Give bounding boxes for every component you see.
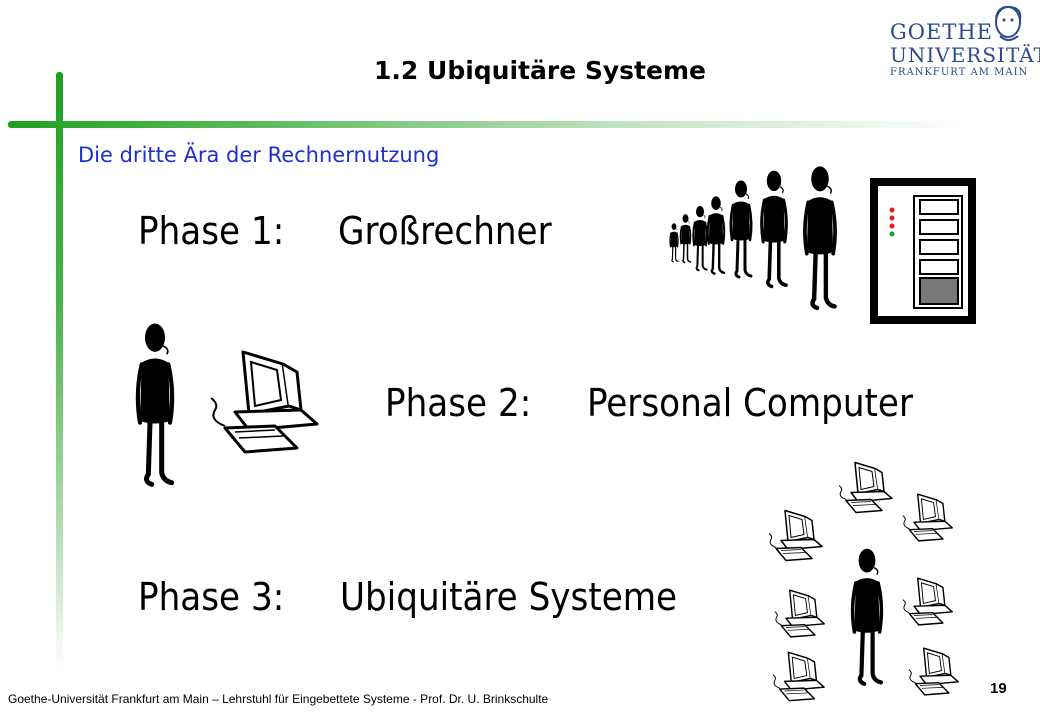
footer-text: Goethe-Universität Frankfurt am Main – L… (8, 692, 549, 706)
phase-3-name: Ubiquitäre Systeme (340, 575, 678, 619)
person-icon (853, 549, 882, 684)
phase-2-label: Phase 2: (385, 381, 532, 425)
logo-line-universitaet: UNIVERSITÄT (890, 43, 1040, 67)
computer-icon (838, 461, 893, 514)
person-icon (692, 204, 708, 272)
slide-title: 1.2 Ubiquitäre Systeme (374, 56, 706, 85)
computer-icon (902, 493, 953, 542)
phase-3-label: Phase 3: (138, 575, 285, 619)
computer-icon (768, 509, 823, 562)
logo-line-frankfurt: FRANKFURT AM MAIN (890, 67, 1029, 78)
slide-subtitle: Die dritte Ära der Rechnernutzung (78, 143, 440, 167)
computer-icon (902, 577, 953, 626)
ubiquitous-illustration (766, 456, 962, 708)
person-icon (679, 213, 692, 264)
phase-2-name: Personal Computer (587, 381, 914, 425)
phase-3-text: Phase 3: Ubiquitäre Systeme (138, 575, 677, 619)
computer-icon (908, 647, 959, 696)
accent-vertical-bar (56, 72, 63, 670)
page-number: 19 (990, 680, 1007, 697)
computer-icon (205, 348, 325, 458)
mainframe-icon (870, 178, 976, 324)
goethe-portrait-icon (995, 5, 1022, 41)
person-icon (706, 195, 726, 275)
phase-1-name: Großrechner (338, 209, 552, 253)
person-icon (130, 310, 180, 502)
person-icon (805, 166, 835, 308)
computer-icon (774, 589, 825, 638)
university-logo: GOETHE UNIVERSITÄT FRANKFURT AM MAIN (886, 4, 1040, 84)
mainframe-illustration (668, 152, 980, 328)
phase-2-text: Phase 2: Personal Computer (385, 381, 913, 425)
logo-line-goethe: GOETHE (890, 20, 993, 44)
person-icon (762, 171, 787, 287)
phase-1-text: Phase 1: Großrechner (138, 209, 552, 253)
phase-1-label: Phase 1: (138, 209, 285, 253)
computer-icon (772, 651, 825, 702)
person-icon (669, 222, 679, 263)
person-icon (729, 178, 753, 279)
accent-horizontal-bar (8, 121, 968, 128)
